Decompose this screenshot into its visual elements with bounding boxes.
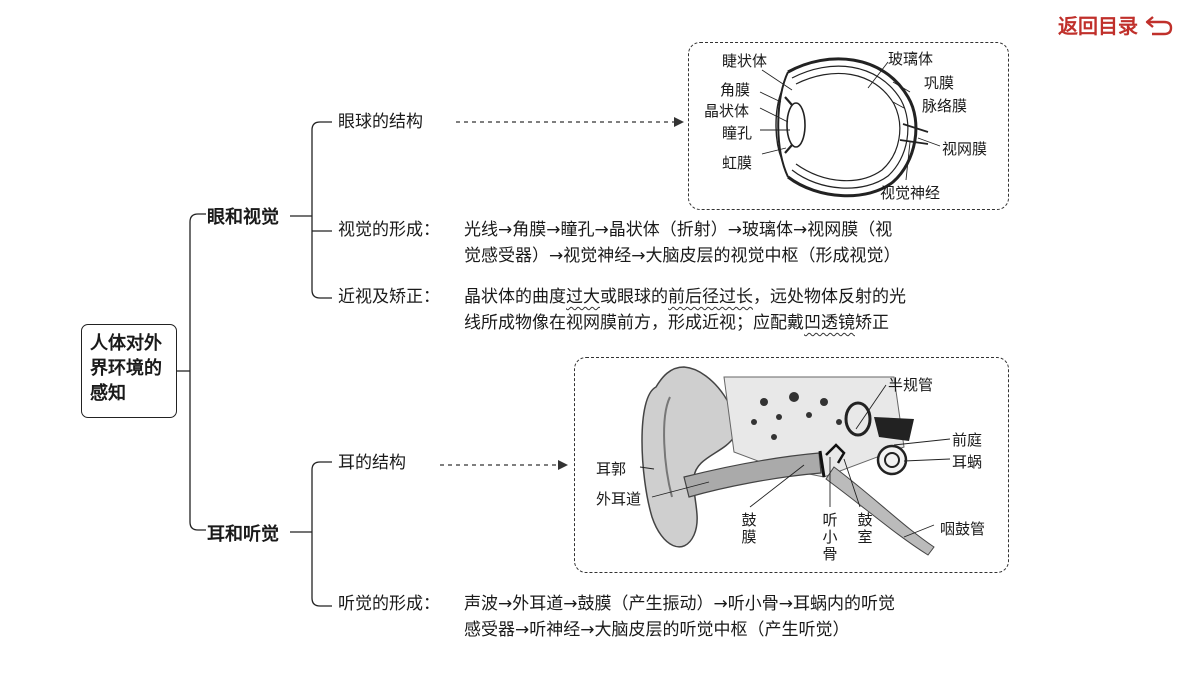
eye-illustration: [759, 57, 941, 198]
label-ciliary-body: 睫状体: [722, 52, 768, 70]
myopia-key-term: 过大: [566, 287, 600, 307]
ear-diagram-frame: [574, 357, 1009, 573]
myopia-label: 近视及矫正：: [338, 287, 440, 307]
back-to-contents-button[interactable]: 返回目录: [1058, 10, 1174, 39]
vision-formation-line2: 觉感受器）→视觉神经→大脑皮层的视觉中枢（形成视觉）: [464, 246, 901, 266]
hearing-formation-line1: 声波→外耳道→鼓膜（产生振动）→听小骨→耳蜗内的听觉: [464, 594, 895, 614]
myopia-text: 晶状体的曲度: [464, 287, 566, 307]
label-auricle: 耳郭: [596, 460, 627, 478]
label-ossicles: 听小骨: [822, 511, 838, 563]
ear-illustration: [639, 366, 951, 556]
label-tympanic-cavity: 鼓室: [857, 511, 873, 546]
label-sclera: 巩膜: [924, 74, 955, 92]
back-label: 返回目录: [1058, 14, 1138, 38]
myopia-text: ，远处物体反射的光: [753, 287, 906, 307]
label-eustachian-tube: 咽鼓管: [940, 520, 986, 538]
eye-structure-label: 眼球的结构: [338, 112, 423, 132]
root-label: 人体对外界环境的感知: [90, 333, 162, 404]
label-optic-nerve: 视觉神经: [880, 184, 941, 202]
myopia-text: 矫正: [855, 313, 889, 333]
ear-branch-label: 耳和听觉: [207, 524, 279, 545]
myopia-key-term: 凹透镜: [804, 313, 855, 333]
hearing-formation-label: 听觉的形成：: [338, 594, 440, 614]
myopia-line1: 晶状体的曲度过大或眼球的前后径过长，远处物体反射的光: [464, 284, 906, 311]
label-lens: 晶状体: [704, 102, 750, 120]
return-arrow-icon: [1145, 15, 1173, 35]
ear-structure-label: 耳的结构: [338, 453, 406, 473]
vision-formation-line1: 光线→角膜→瞳孔→晶状体（折射）→玻璃体→视网膜（视: [464, 220, 893, 240]
label-choroid: 脉络膜: [922, 97, 968, 115]
myopia-line2: 线所成物像在视网膜前方，形成近视；应配戴凹透镜矫正: [464, 310, 889, 337]
label-ear-canal: 外耳道: [596, 490, 642, 508]
label-semicircular-canals: 半规管: [888, 376, 934, 394]
myopia-text: 或眼球的: [600, 287, 668, 307]
root-node: 人体对外界环境的感知: [81, 324, 177, 418]
myopia-text: 线所成物像在视网膜前方，形成近视；应配戴: [464, 313, 804, 333]
label-retina: 视网膜: [942, 140, 988, 158]
label-eardrum: 鼓膜: [741, 511, 757, 546]
eye-branch-label: 眼和视觉: [207, 207, 279, 228]
eye-diagram-frame: [688, 42, 1009, 210]
label-vitreous: 玻璃体: [888, 50, 934, 68]
label-pupil: 瞳孔: [722, 124, 753, 142]
label-cochlea: 耳蜗: [952, 453, 983, 471]
label-vestibule: 前庭: [952, 431, 983, 449]
myopia-key-term: 前后径过长: [668, 287, 753, 307]
hearing-formation-line2: 感受器→听神经→大脑皮层的听觉中枢（产生听觉）: [464, 620, 850, 640]
label-iris: 虹膜: [722, 154, 753, 172]
label-cornea: 角膜: [720, 81, 751, 99]
vision-formation-label: 视觉的形成：: [338, 220, 440, 240]
